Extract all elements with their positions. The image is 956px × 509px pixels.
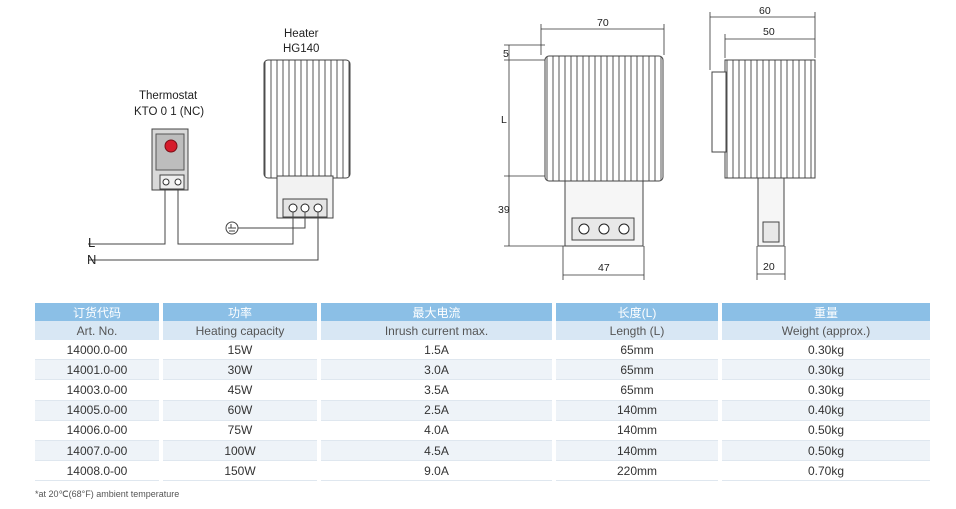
table-row: 14001.0-00 30W 3.0A 65mm 0.30kg <box>35 360 930 381</box>
cell-weight: 0.30kg <box>722 340 930 361</box>
technical-drawings <box>88 12 816 280</box>
wiring-diagram <box>88 59 351 261</box>
header-art-no-cn: 订货代码 <box>35 303 159 321</box>
cell-length: 65mm <box>556 340 718 361</box>
cell-current: 3.0A <box>321 360 552 381</box>
header-length-cn: 长度(L) <box>556 303 718 321</box>
cell-length: 65mm <box>556 380 718 401</box>
front-body <box>544 55 664 182</box>
table-row: 14003.0-00 45W 3.5A 65mm 0.30kg <box>35 380 930 401</box>
cell-weight: 0.40kg <box>722 400 930 421</box>
line-label: L <box>88 235 96 250</box>
header-row-cn: 订货代码 功率 最大电流 长度(L) 重量 <box>35 303 930 321</box>
footnote: *at 20℃(68°F) ambient temperature <box>35 489 180 499</box>
cell-art-no: 14007.0-00 <box>35 440 159 462</box>
header-row-en: Art. No. Heating capacity Inrush current… <box>35 321 930 340</box>
cell-current: 9.0A <box>321 461 552 482</box>
side-terminal-depth-dim: 20 <box>763 261 775 273</box>
header-art-no: Art. No. <box>35 321 159 340</box>
cell-capacity: 60W <box>163 400 317 421</box>
cell-capacity: 150W <box>163 461 317 482</box>
front-terminal-width-dim: 47 <box>598 262 610 274</box>
side-overall-width-dim: 60 <box>759 5 771 17</box>
thermostat-title: Thermostat <box>139 90 198 102</box>
cell-capacity: 75W <box>163 421 317 441</box>
cell-capacity: 15W <box>163 340 317 361</box>
wire-n <box>88 212 319 261</box>
header-capacity: Heating capacity <box>163 321 317 340</box>
neutral-label: N <box>87 252 97 267</box>
cell-length: 140mm <box>556 440 718 462</box>
ground-icon <box>225 221 239 235</box>
cell-capacity: 45W <box>163 380 317 401</box>
table-row: 14005.0-00 60W 2.5A 140mm 0.40kg <box>35 400 930 421</box>
front-top-offset-dim: 5 <box>503 48 509 60</box>
cell-weight: 0.30kg <box>722 380 930 401</box>
cell-capacity: 100W <box>163 440 317 462</box>
table-row: 14006.0-00 75W 4.0A 140mm 0.50kg <box>35 421 930 441</box>
cell-length: 220mm <box>556 461 718 482</box>
header-current: Inrush current max. <box>321 321 552 340</box>
wire-thermostat-to-heater <box>177 190 294 245</box>
cell-current: 4.5A <box>321 440 552 462</box>
header-length: Length (L) <box>556 321 718 340</box>
spec-table: 订货代码 功率 最大电流 长度(L) 重量 Art. No. Heating c… <box>31 303 934 482</box>
cell-current: 1.5A <box>321 340 552 361</box>
cell-length: 65mm <box>556 360 718 381</box>
front-length-dim: L <box>501 114 507 126</box>
cell-weight: 0.50kg <box>722 421 930 441</box>
front-width-dim: 70 <box>597 17 609 29</box>
cell-length: 140mm <box>556 400 718 421</box>
table-row: 14000.0-00 15W 1.5A 65mm 0.30kg <box>35 340 930 361</box>
cell-art-no: 14008.0-00 <box>35 461 159 482</box>
thermostat-model: KTO 0 1 (NC) <box>134 106 205 118</box>
cell-current: 4.0A <box>321 421 552 441</box>
table-row: 14008.0-00 150W 9.0A 220mm 0.70kg <box>35 461 930 482</box>
din-rail-clip <box>711 71 727 153</box>
cell-current: 3.5A <box>321 380 552 401</box>
header-current-cn: 最大电流 <box>321 303 552 321</box>
cell-art-no: 14005.0-00 <box>35 400 159 421</box>
side-body <box>724 59 816 179</box>
cell-weight: 0.50kg <box>722 440 930 462</box>
cell-length: 140mm <box>556 421 718 441</box>
cell-art-no: 14000.0-00 <box>35 340 159 361</box>
front-bottom-height-dim: 39 <box>498 204 510 216</box>
heater-title: Heater <box>284 28 319 40</box>
cell-capacity: 30W <box>163 360 317 381</box>
cell-weight: 0.70kg <box>722 461 930 482</box>
cell-weight: 0.30kg <box>722 360 930 381</box>
front-view <box>504 24 665 280</box>
terminal-pe <box>300 203 310 213</box>
cell-current: 2.5A <box>321 400 552 421</box>
header-weight-cn: 重量 <box>722 303 930 321</box>
header-weight: Weight (approx.) <box>722 321 930 340</box>
cell-art-no: 14006.0-00 <box>35 421 159 441</box>
cell-art-no: 14001.0-00 <box>35 360 159 381</box>
side-view <box>709 12 816 280</box>
header-capacity-cn: 功率 <box>163 303 317 321</box>
side-body-width-dim: 50 <box>763 26 775 38</box>
thermostat-dial-icon <box>164 139 178 153</box>
terminal-l <box>288 203 298 213</box>
wire-ground <box>236 212 306 229</box>
wire-l-to-thermostat <box>88 190 166 245</box>
terminal-n <box>313 203 323 213</box>
cell-art-no: 14003.0-00 <box>35 380 159 401</box>
heater-model: HG140 <box>283 43 320 55</box>
heater-body <box>263 59 351 179</box>
table-row: 14007.0-00 100W 4.5A 140mm 0.50kg <box>35 440 930 462</box>
